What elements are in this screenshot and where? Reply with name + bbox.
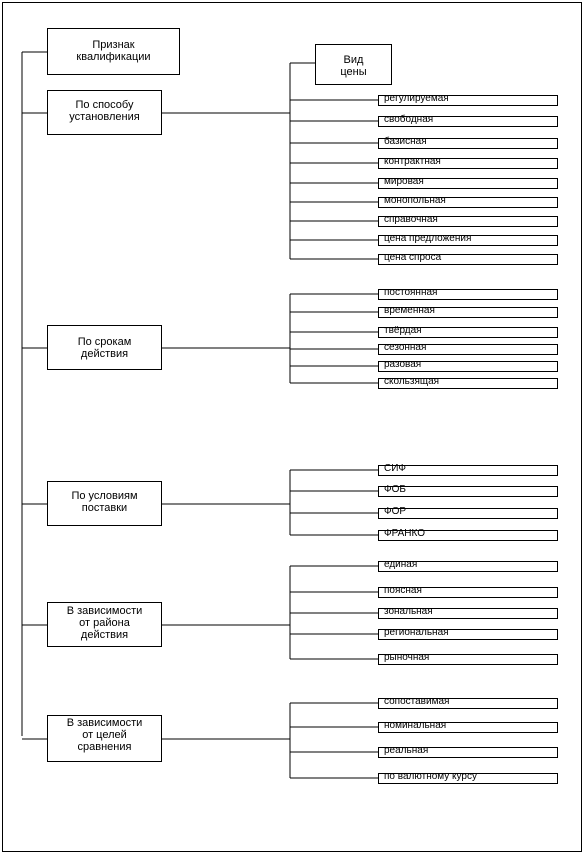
header-classification-box: Признак квалификации — [47, 28, 180, 75]
price-type-label: поясная — [384, 585, 422, 596]
price-type-label: региональная — [384, 627, 449, 638]
price-type-label: разовая — [384, 359, 422, 370]
header-price-type-label: Вид цены — [340, 54, 367, 78]
category-label: По условиям поставки — [71, 490, 138, 514]
price-type-item: монопольная — [378, 195, 558, 208]
category-label: По способу установления — [69, 99, 140, 123]
header-classification-label: Признак квалификации — [76, 39, 151, 63]
price-type-item: постоянная — [378, 287, 558, 300]
category-box-5: В зависимости от целей сравнения — [47, 715, 162, 762]
price-type-item: СИФ — [378, 463, 558, 476]
price-type-label: монопольная — [384, 195, 446, 206]
price-type-item: контрактная — [378, 156, 558, 169]
price-type-label: ФОР — [384, 506, 407, 517]
price-type-label: сопоставимая — [384, 696, 450, 707]
category-box-2: По срокам действия — [47, 325, 162, 370]
price-type-item: цена спроса — [378, 252, 558, 265]
price-type-label: базисная — [384, 136, 427, 147]
price-type-item: по валютному курсу — [378, 771, 558, 784]
price-type-label: рыночная — [384, 652, 430, 663]
category-label: В зависимости от целей сравнения — [66, 717, 143, 753]
price-type-item: скользящая — [378, 376, 558, 389]
price-type-item: ФРАНКО — [378, 528, 558, 541]
price-type-label: контрактная — [384, 156, 441, 167]
header-price-type-box: Вид цены — [315, 44, 392, 85]
price-type-label: цена спроса — [384, 252, 442, 263]
price-type-label: цена предложения — [384, 233, 472, 244]
price-type-label: ФОБ — [384, 484, 406, 495]
price-type-item: сезонная — [378, 342, 558, 355]
price-type-item: регулируемая — [378, 93, 558, 106]
category-label: По срокам действия — [77, 336, 132, 360]
category-box-4: В зависимости от района действия — [47, 602, 162, 647]
price-type-label: свободная — [384, 114, 434, 125]
price-type-label: сезонная — [384, 342, 427, 353]
price-type-item: рыночная — [378, 652, 558, 665]
price-type-label: СИФ — [384, 463, 407, 474]
price-type-label: твёрдая — [384, 325, 422, 336]
price-type-item: цена предложения — [378, 233, 558, 246]
price-type-item: базисная — [378, 136, 558, 149]
price-type-item: поясная — [378, 585, 558, 598]
price-type-label: зональная — [384, 606, 433, 617]
price-type-item: региональная — [378, 627, 558, 640]
price-type-item: свободная — [378, 114, 558, 127]
category-label: В зависимости от района действия — [66, 605, 143, 641]
price-type-label: справочная — [384, 214, 438, 225]
category-box-3: По условиям поставки — [47, 481, 162, 526]
price-type-label: по валютному курсу — [384, 771, 477, 782]
price-type-label: ФРАНКО — [384, 528, 425, 539]
price-type-label: номинальная — [384, 720, 447, 731]
price-type-item: сопоставимая — [378, 696, 558, 709]
price-type-label: временная — [384, 305, 435, 316]
price-type-label: мировая — [384, 176, 424, 187]
price-type-item: реальная — [378, 745, 558, 758]
price-type-item: мировая — [378, 176, 558, 189]
price-type-item: ФОБ — [378, 484, 558, 497]
price-type-item: номинальная — [378, 720, 558, 733]
price-type-label: единая — [384, 559, 418, 570]
price-type-item: временная — [378, 305, 558, 318]
price-type-label: регулируемая — [384, 93, 449, 104]
price-type-item: зональная — [378, 606, 558, 619]
price-type-item: справочная — [378, 214, 558, 227]
category-box-1: По способу установления — [47, 90, 162, 135]
price-type-item: ФОР — [378, 506, 558, 519]
price-type-label: скользящая — [384, 376, 440, 387]
price-type-label: реальная — [384, 745, 429, 756]
price-type-item: единая — [378, 559, 558, 572]
price-type-label: постоянная — [384, 287, 438, 298]
price-type-item: разовая — [378, 359, 558, 372]
price-type-item: твёрдая — [378, 325, 558, 338]
